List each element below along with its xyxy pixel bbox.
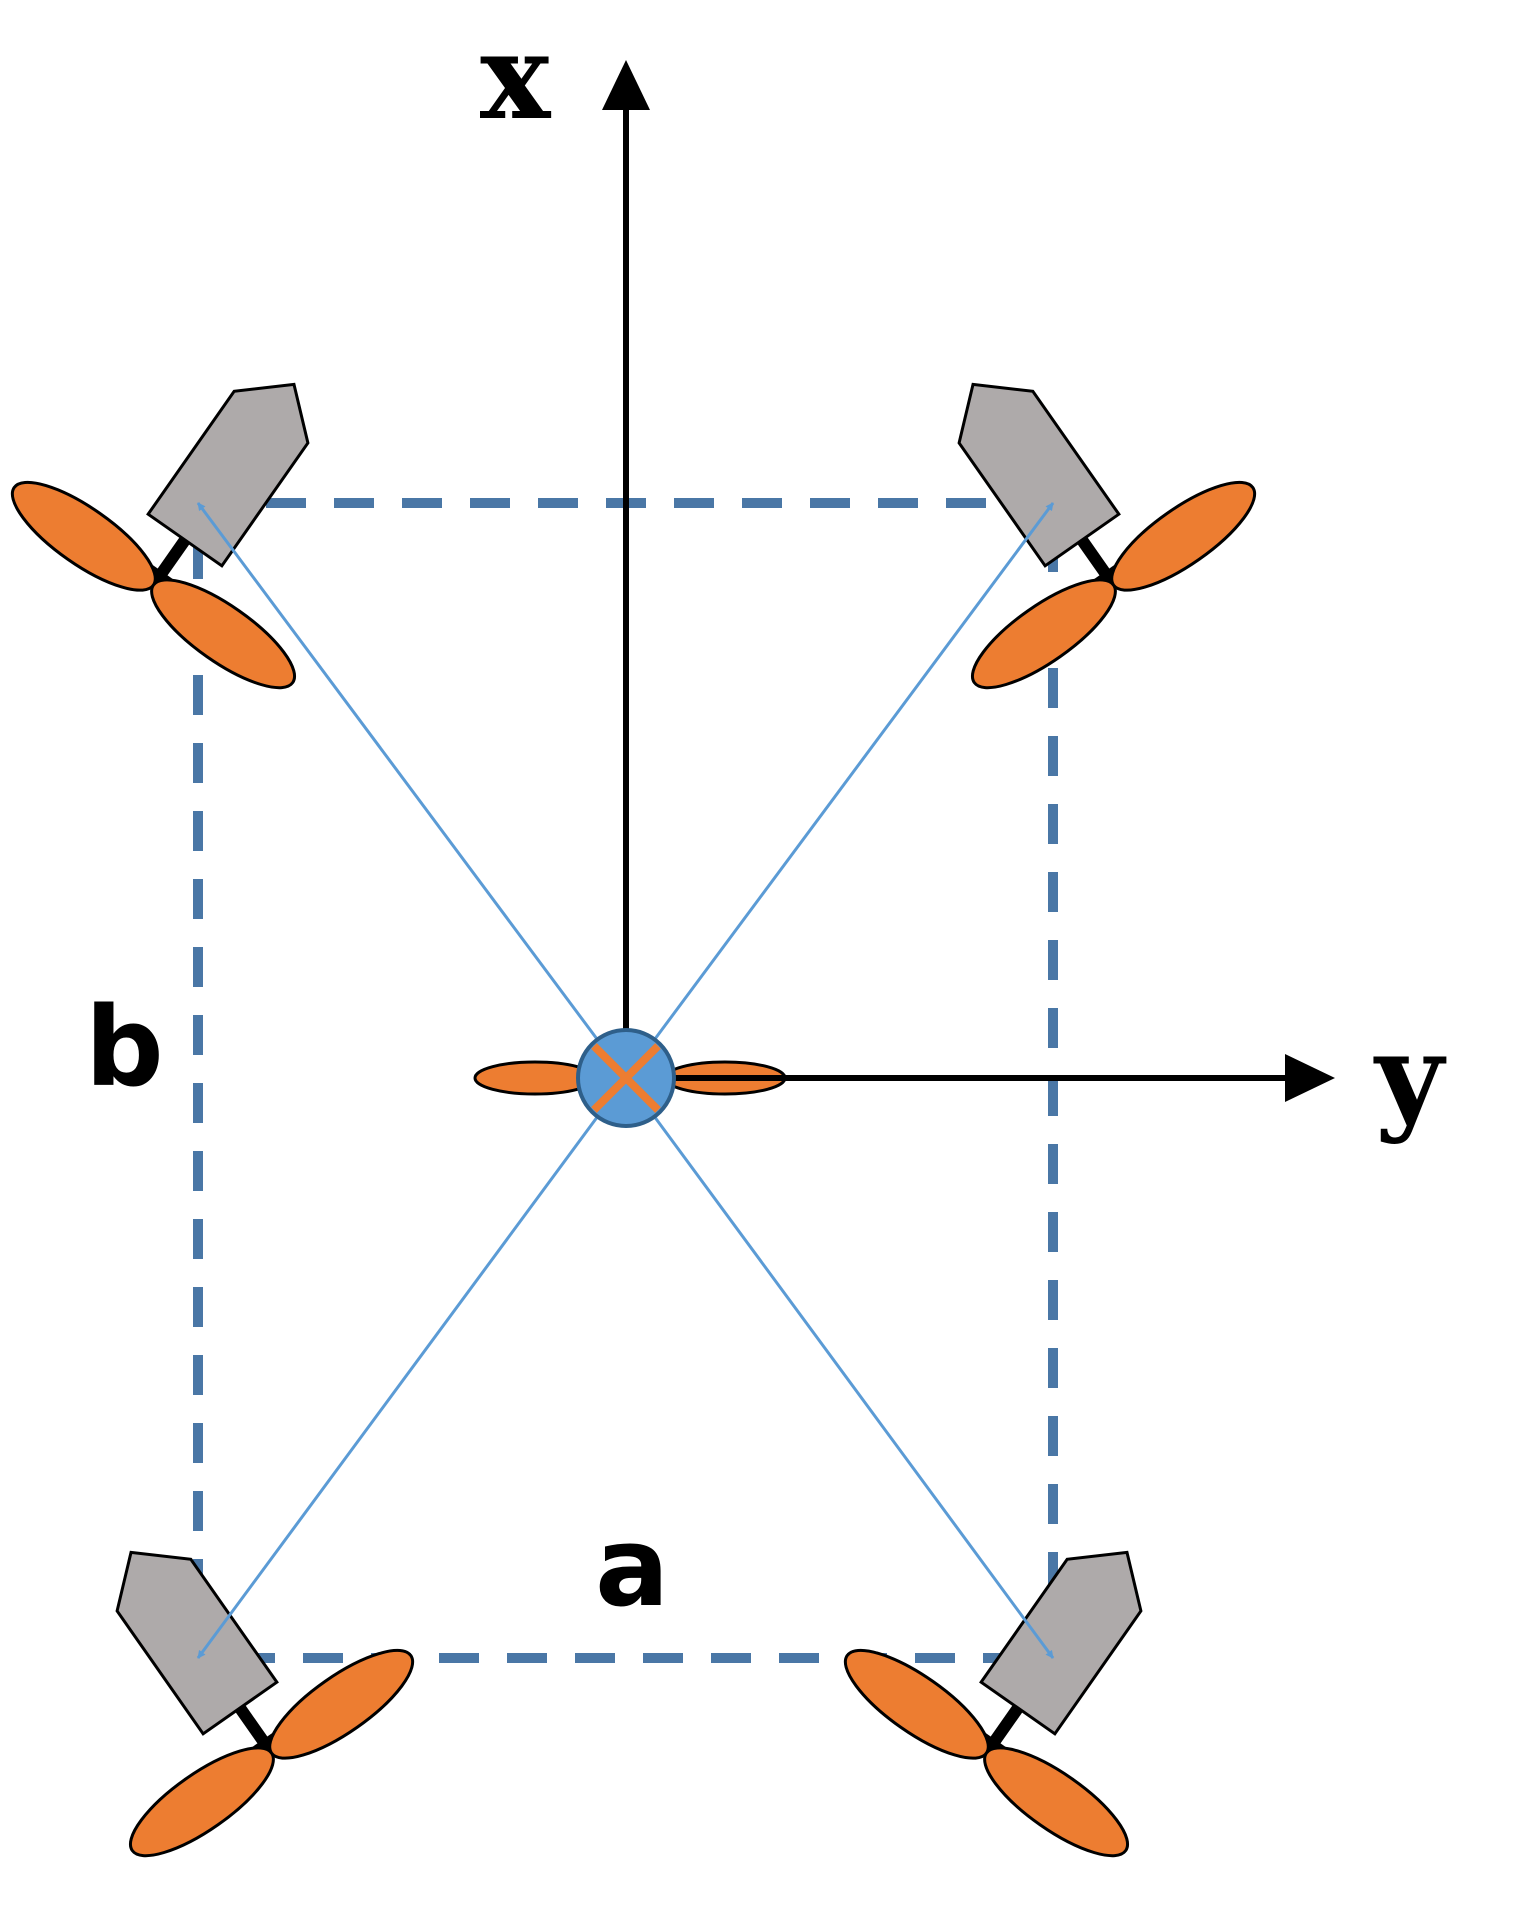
thruster-body bbox=[115, 1550, 279, 1736]
propeller-blade bbox=[983, 1746, 1130, 1858]
thruster-shaft bbox=[987, 1704, 1023, 1749]
thruster-rear-right bbox=[843, 1550, 1143, 1858]
thruster-rear-left bbox=[115, 1550, 415, 1858]
propeller-blade bbox=[128, 1746, 275, 1858]
y-axis-arrowhead bbox=[1285, 1054, 1335, 1102]
thruster-front-left bbox=[10, 382, 310, 690]
thruster-shaft bbox=[235, 1704, 271, 1749]
x-axis-arrowhead bbox=[602, 60, 650, 110]
thruster-body bbox=[957, 382, 1121, 568]
thruster-body bbox=[979, 1550, 1143, 1736]
propeller-blade bbox=[10, 480, 157, 592]
thruster-front-right bbox=[957, 382, 1257, 690]
propeller-blade bbox=[1110, 480, 1257, 592]
y-axis-label: y bbox=[1373, 1007, 1447, 1146]
x-axis-label: x bbox=[480, 7, 552, 146]
thruster-shaft bbox=[1077, 536, 1113, 581]
propeller-blade bbox=[150, 578, 297, 690]
dimension-b-label: b bbox=[85, 983, 164, 1111]
dimension-a-label: a bbox=[595, 1503, 669, 1631]
vector-front-right bbox=[624, 502, 1055, 1079]
propeller-blade bbox=[268, 1648, 415, 1760]
thruster-shaft bbox=[154, 536, 190, 581]
vector-front-left bbox=[196, 502, 628, 1079]
center-cross bbox=[591, 1043, 661, 1113]
vector-rear-right bbox=[624, 1077, 1055, 1659]
vector-rear-left bbox=[196, 1077, 628, 1659]
propeller-blade bbox=[970, 578, 1117, 690]
thruster-body bbox=[146, 382, 310, 568]
